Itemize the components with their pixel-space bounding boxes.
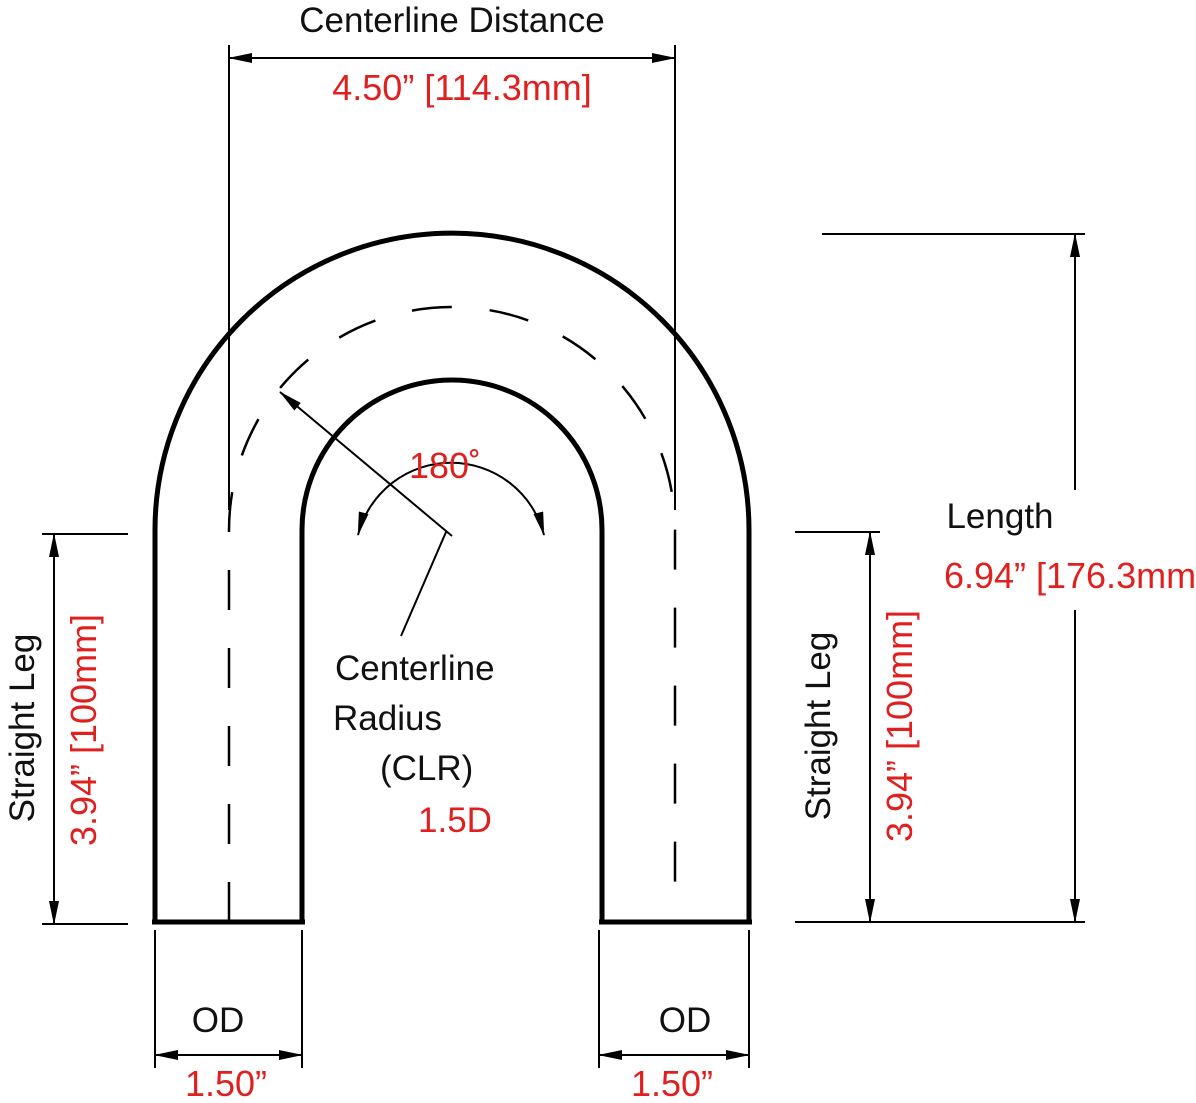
clr-label-line2: Radius [333,699,442,738]
length-value: 6.94” [176.3mm] [944,555,1196,596]
angle-label: 180˚ [409,445,481,486]
clr-leader-line [400,531,447,637]
angle-arc [357,461,545,536]
left-od-label: OD [192,1001,245,1040]
tube-outer-wall [152,230,752,922]
left-straight-leg-label: Straight Leg [3,634,42,823]
clr-value: 1.5D [418,801,492,840]
tube-centerline [227,305,677,922]
clr-radius-arrow [279,391,453,537]
right-straight-leg-label: Straight Leg [799,632,838,821]
length-label-background [935,490,1195,610]
centerline-distance-value: 4.50” [114.3mm] [332,67,591,108]
right-od-label: OD [659,1001,712,1040]
tube-inner-wall [299,377,605,922]
right-od-value: 1.50” [631,1063,713,1103]
clr-label-line3: (CLR) [380,749,473,788]
clr-label-line1: Centerline [335,649,495,688]
length-label: Length [946,497,1053,536]
left-straight-leg-value: 3.94” [100mm] [63,614,104,846]
centerline-distance-label: Centerline Distance [299,1,604,40]
right-straight-leg-value: 3.94” [100mm] [879,610,920,842]
left-od-value: 1.50” [185,1063,267,1103]
